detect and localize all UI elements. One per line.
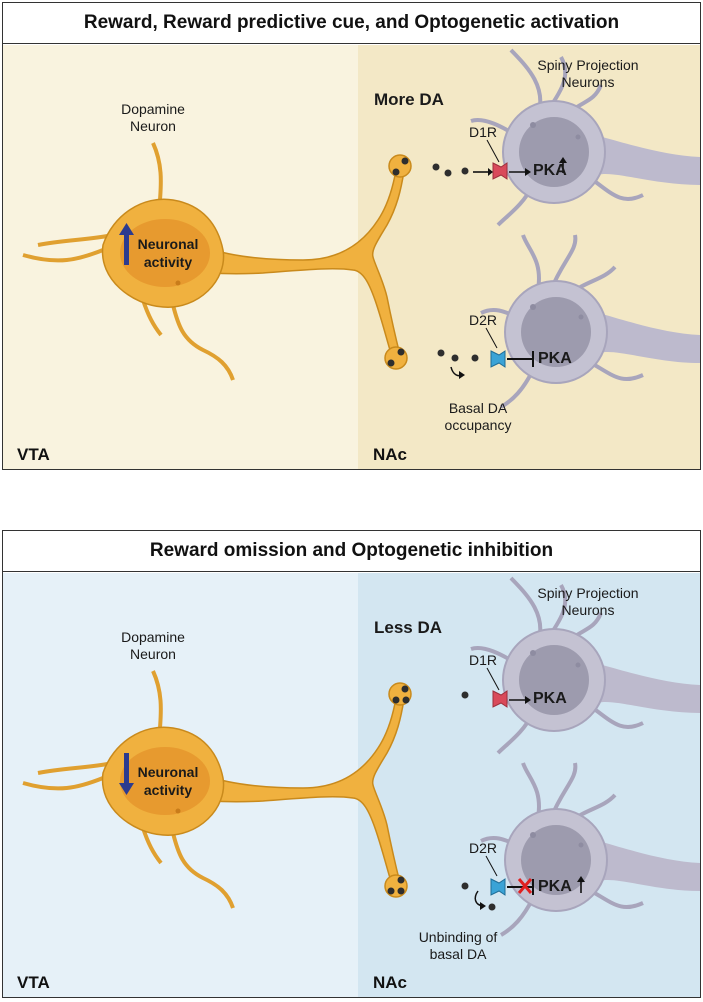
spn-bottom <box>480 234 700 409</box>
pka-bottom-label: PKA <box>538 350 572 367</box>
neuron-label: Dopamine Neuron <box>121 629 185 662</box>
soma-text: Neuronal activity <box>137 236 199 270</box>
basal-note: Basal DA occupancy <box>444 400 512 433</box>
diagram <box>3 45 700 474</box>
dopamine-molecules <box>387 685 496 911</box>
spn-top <box>470 48 700 227</box>
d1r-receptor <box>492 690 508 708</box>
d1r-label: D1R <box>469 124 498 140</box>
neuron-label: Dopamine Neuron <box>121 101 185 134</box>
vta-label: VTA <box>17 973 50 992</box>
soma-text: Neuronal activity <box>137 764 199 798</box>
da-level-label: More DA <box>374 90 444 109</box>
dopamine-neuron <box>22 670 412 909</box>
pka-bottom-label: PKA <box>538 878 572 895</box>
nac-label: NAc <box>373 973 408 992</box>
dopamine-neuron <box>22 142 412 381</box>
pka-top-label: PKA <box>533 690 567 707</box>
unbinding-note: Unbinding of basal DA <box>418 929 498 962</box>
panel-title: Reward omission and Optogenetic inhibiti… <box>3 531 700 572</box>
dopamine-molecules <box>387 157 479 367</box>
d2r-receptor <box>490 878 506 896</box>
da-level-label: Less DA <box>374 618 443 637</box>
top-panel: Reward, Reward predictive cue, and Optog… <box>2 2 701 470</box>
activity-up-arrow <box>119 223 134 265</box>
panel-title: Reward, Reward predictive cue, and Optog… <box>3 3 700 44</box>
vta-label: VTA <box>17 445 50 464</box>
bottom-panel: Reward omission and Optogenetic inhibiti… <box>2 530 701 998</box>
activity-down-arrow <box>119 753 134 795</box>
spn-label: Spiny Projection Neurons <box>537 585 639 618</box>
diagram-svg <box>3 45 700 469</box>
spn-label: Spiny Projection Neurons <box>537 57 639 90</box>
nac-label: NAc <box>373 445 408 464</box>
spn-top <box>470 576 700 755</box>
d2r-label: D2R <box>469 840 498 856</box>
diagram <box>3 573 700 1002</box>
d1r-receptor <box>492 162 508 180</box>
diagram-svg <box>3 573 700 997</box>
d2r-label: D2R <box>469 312 498 328</box>
d1r-label: D1R <box>469 652 498 668</box>
cross-mark <box>517 878 533 894</box>
d2r-receptor <box>490 350 506 368</box>
pka-top-label: PKA <box>533 162 567 179</box>
